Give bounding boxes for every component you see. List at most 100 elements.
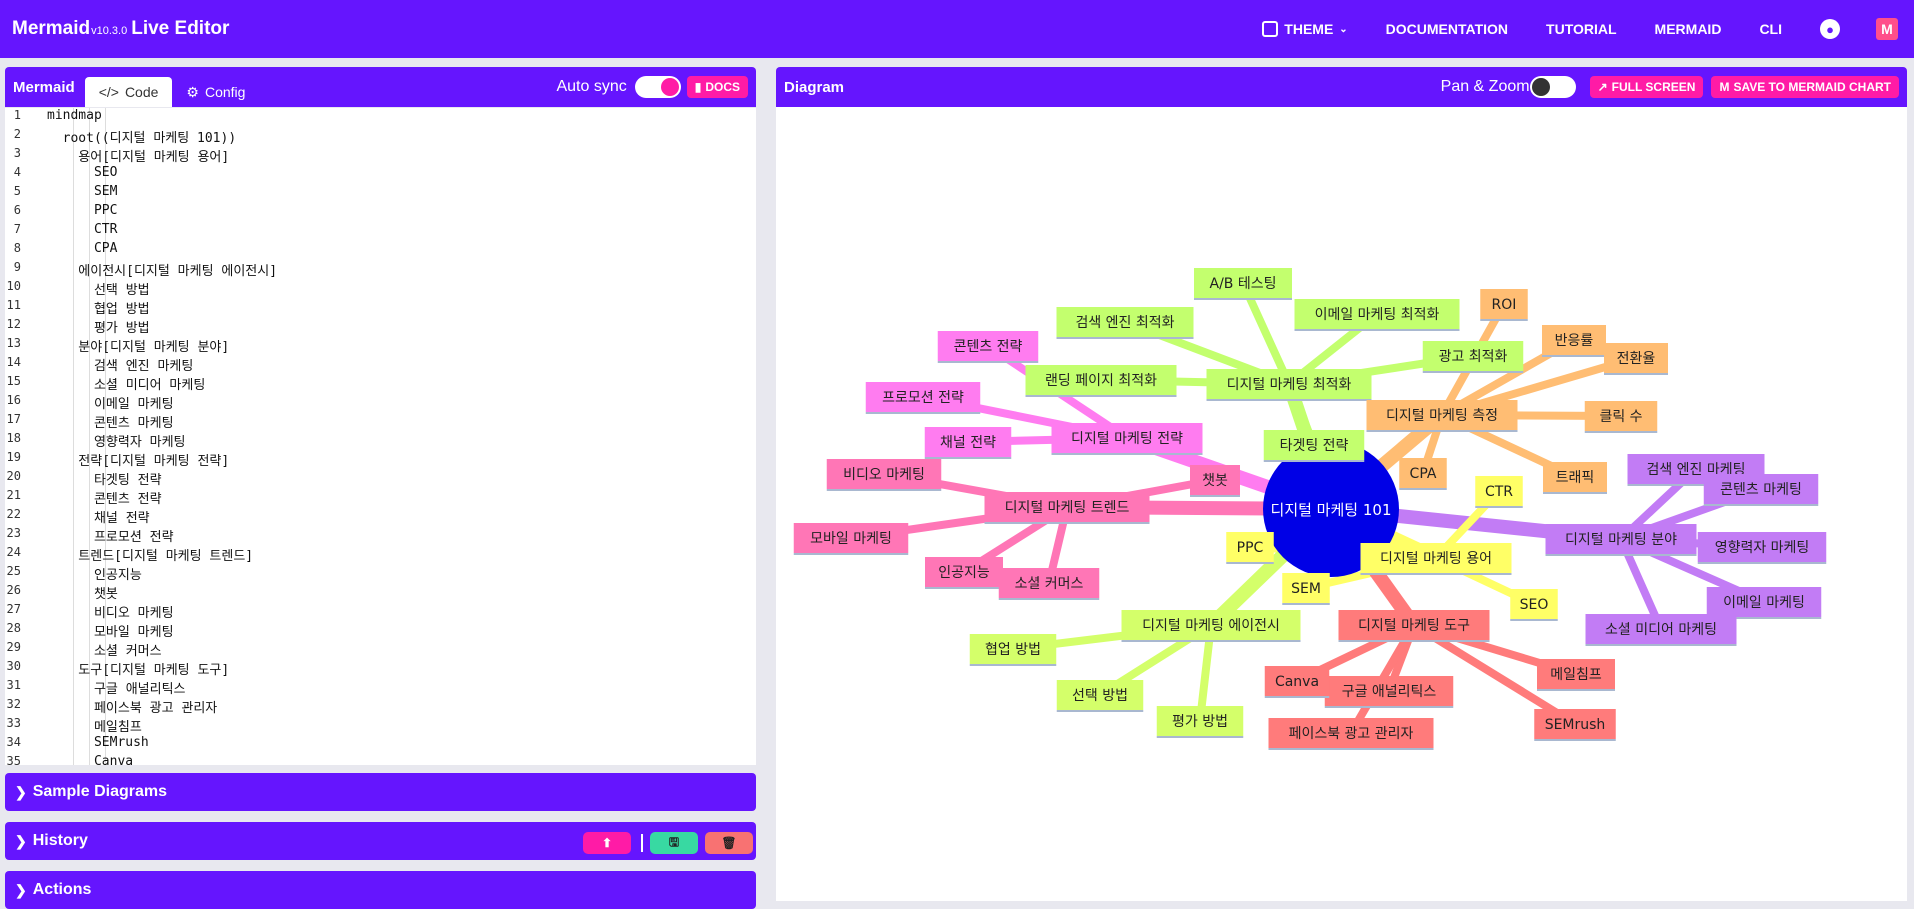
nav-tutorial[interactable]: TUTORIAL xyxy=(1546,21,1617,37)
mindmap-leaf-node-box xyxy=(925,557,1003,587)
nav-cli[interactable]: CLI xyxy=(1759,21,1782,37)
code-line[interactable]: 7 CTR xyxy=(5,222,756,241)
github-icon[interactable]: ● xyxy=(1820,19,1840,39)
docs-button[interactable]: ▮ DOCS xyxy=(686,76,748,98)
auto-sync-toggle[interactable] xyxy=(634,76,681,98)
mindmap-branch-node: 디지털 마케팅 도구 xyxy=(1338,610,1490,642)
mindmap-leaf-node-label: ROI xyxy=(1492,297,1517,313)
mindmap-leaf-node: 클릭 수 xyxy=(1584,401,1658,433)
save-history-button[interactable]: 🖫 xyxy=(650,832,698,854)
mindmap-leaf-node-label: 클릭 수 xyxy=(1599,409,1642,425)
toggle-knob xyxy=(1531,78,1550,96)
code-text: 인공지능 xyxy=(47,568,142,583)
mindmap-leaf-node: 평가 방법 xyxy=(1156,706,1244,738)
mindmap-leaf-node: 검색 엔진 최적화 xyxy=(1056,307,1194,339)
mindmap-branch-node-label: 디지털 마케팅 분야 xyxy=(1565,532,1677,548)
mindmap-leaf-node-box xyxy=(998,568,1100,598)
code-line[interactable]: 32 페이스북 광고 관리자 xyxy=(5,697,756,716)
mermaid-logo-icon[interactable]: M xyxy=(1876,18,1898,40)
actions-section[interactable]: ❯ Actions xyxy=(5,871,756,909)
code-line[interactable]: 6 PPC xyxy=(5,203,756,222)
code-line[interactable]: 28 모바일 마케팅 xyxy=(5,621,756,640)
code-line[interactable]: 25 인공지능 xyxy=(5,564,756,583)
code-line[interactable]: 15 소셜 미디어 마케팅 xyxy=(5,374,756,393)
code-line[interactable]: 35 Canva xyxy=(5,754,756,765)
line-number: 30 xyxy=(6,659,21,673)
code-line[interactable]: 18 영향력자 마케팅 xyxy=(5,431,756,450)
code-line[interactable]: 11 협업 방법 xyxy=(5,298,756,317)
code-text: 메일침프 xyxy=(47,720,142,735)
mindmap-branch-node-label: 디지털 마케팅 에이전시 xyxy=(1142,618,1280,634)
tab-code[interactable]: </> Code xyxy=(84,77,173,107)
nav-theme[interactable]: THEME ⌄ xyxy=(1262,21,1348,37)
mindmap-leaf-node-label: SEO xyxy=(1520,597,1549,613)
delete-history-button[interactable]: 🗑 xyxy=(705,832,753,854)
app-brand[interactable]: Mermaid v10.3.0 Live Editor xyxy=(12,18,229,40)
code-line[interactable]: 16 이메일 마케팅 xyxy=(5,393,756,412)
mindmap-leaf-node-label: 선택 방법 xyxy=(1072,688,1128,704)
mindmap-leaf-node: 콘텐츠 전략 xyxy=(937,331,1039,363)
tab-config[interactable]: ⚙ Config xyxy=(186,83,246,101)
mindmap-branch-node-label: 디지털 마케팅 트렌드 xyxy=(1005,500,1130,516)
code-line[interactable]: 27 비디오 마케팅 xyxy=(5,602,756,621)
code-line[interactable]: 26 챗봇 xyxy=(5,583,756,602)
code-line[interactable]: 34 SEMrush xyxy=(5,735,756,754)
mindmap-leaf-node-label: 이메일 마케팅 최적화 xyxy=(1315,307,1440,323)
mindmap-branch-node: 디지털 마케팅 트렌드 xyxy=(984,492,1150,524)
code-line[interactable]: 21 콘텐츠 전략 xyxy=(5,488,756,507)
save-to-mermaid-chart-button[interactable]: M SAVE TO MERMAID CHART xyxy=(1711,76,1899,98)
mindmap-leaf-node-box xyxy=(1226,532,1274,562)
diagram-panel-header: Diagram Pan & Zoom ↗ FULL SCREEN M SAVE … xyxy=(776,67,1907,107)
code-line[interactable]: 19 전략[디지털 마케팅 전략] xyxy=(5,450,756,469)
nav-documentation[interactable]: DOCUMENTATION xyxy=(1385,21,1509,37)
line-number: 10 xyxy=(6,279,21,293)
code-line[interactable]: 22 채널 전략 xyxy=(5,507,756,526)
code-line[interactable]: 33 메일침프 xyxy=(5,716,756,735)
line-number: 24 xyxy=(6,545,21,559)
code-line[interactable]: 13 분야[디지털 마케팅 분야] xyxy=(5,336,756,355)
code-line[interactable]: 4 SEO xyxy=(5,165,756,184)
code-line[interactable]: 5 SEM xyxy=(5,184,756,203)
mindmap-leaf-node: 프로모션 전략 xyxy=(865,382,981,414)
diagram-panel-title: Diagram xyxy=(784,78,845,96)
mindmap-leaf-node-label: 인공지능 xyxy=(938,565,990,581)
upload-history-button[interactable]: ⬆ xyxy=(583,832,631,854)
code-line[interactable]: 30 도구[디지털 마케팅 도구] xyxy=(5,659,756,678)
code-line[interactable]: 10 선택 방법 xyxy=(5,279,756,298)
code-line[interactable]: 17 콘텐츠 마케팅 xyxy=(5,412,756,431)
fullscreen-button[interactable]: ↗ FULL SCREEN xyxy=(1589,76,1704,98)
code-line[interactable]: 8 CPA xyxy=(5,241,756,260)
mindmap-leaf-node-box xyxy=(1537,659,1615,689)
code-line[interactable]: 31 구글 애널리틱스 xyxy=(5,678,756,697)
pan-zoom-toggle[interactable] xyxy=(1529,76,1576,98)
code-line[interactable]: 24 트렌드[디지털 마케팅 트렌드] xyxy=(5,545,756,564)
mindmap-leaf-node-box xyxy=(1475,476,1523,506)
code-line[interactable]: 9 에이전시[디지털 마케팅 에이전시] xyxy=(5,260,756,279)
code-text: 채널 전략 xyxy=(47,511,150,526)
code-icon: </> xyxy=(98,84,119,100)
code-line[interactable]: 3 용어[디지털 마케팅 용어] xyxy=(5,146,756,165)
sample-diagrams-section[interactable]: ❯ Sample Diagrams xyxy=(5,773,756,811)
nav-mermaid[interactable]: MERMAID xyxy=(1654,21,1722,37)
code-line[interactable]: 14 검색 엔진 마케팅 xyxy=(5,355,756,374)
mindmap-leaf-node-label: 메일침프 xyxy=(1550,667,1602,683)
code-line[interactable]: 20 타겟팅 전략 xyxy=(5,469,756,488)
mindmap-leaf-node: 페이스북 광고 관리자 xyxy=(1268,718,1434,750)
line-number: 14 xyxy=(6,355,21,369)
line-number: 2 xyxy=(13,127,21,141)
mindmap-leaf-node-label: 콘텐츠 마케팅 xyxy=(1720,482,1802,498)
code-line[interactable]: 23 프로모션 전략 xyxy=(5,526,756,545)
brand-name: Mermaid xyxy=(12,18,91,39)
code-line[interactable]: 2 root((디지털 마케팅 101)) xyxy=(5,127,756,146)
history-section[interactable]: ❯ History ⬆ 🖫 🗑 xyxy=(5,822,756,860)
code-line[interactable]: 12 평가 방법 xyxy=(5,317,756,336)
mindmap-leaf-node-box xyxy=(1294,299,1460,329)
mindmap-leaf-node-label: 영향력자 마케팅 xyxy=(1715,540,1810,556)
mindmap-leaf-node-box xyxy=(1422,341,1524,371)
code-line[interactable]: 29 소셜 커머스 xyxy=(5,640,756,659)
editor-panel-header: Mermaid </> Code ⚙ Config Auto sync ▮ DO… xyxy=(5,67,756,107)
mindmap-leaf-node-label: 페이스북 광고 관리자 xyxy=(1289,726,1414,742)
